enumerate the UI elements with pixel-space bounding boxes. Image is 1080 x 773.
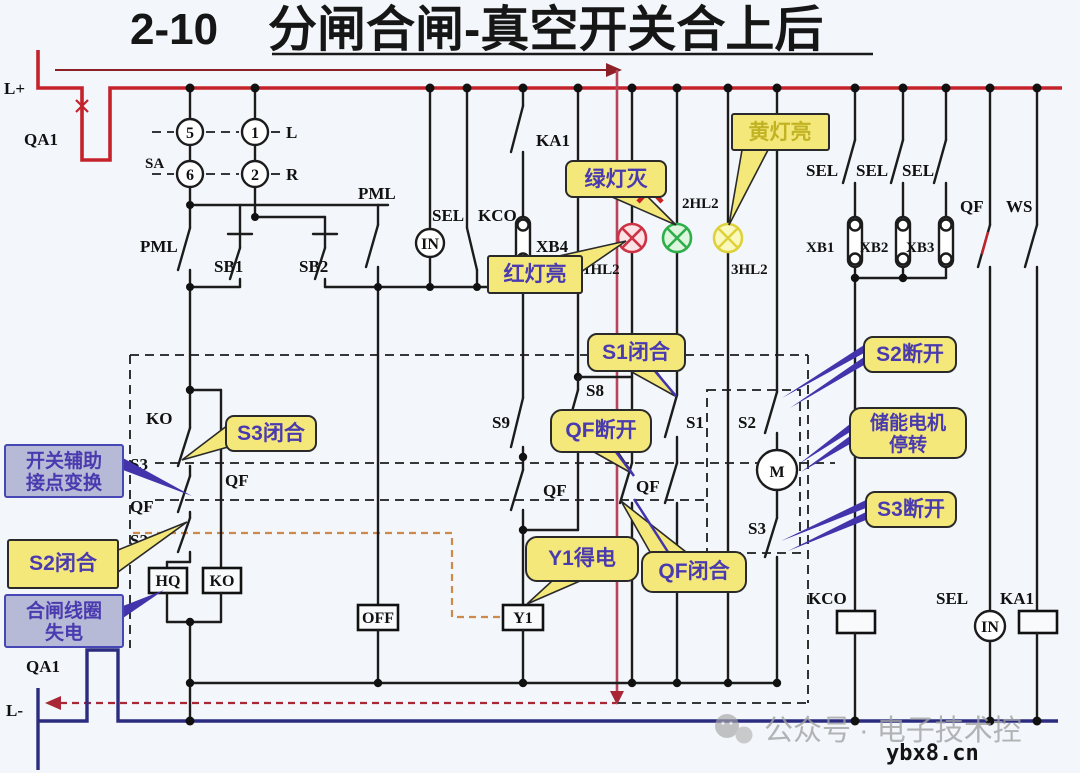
qf-contact-label: QF (130, 497, 154, 516)
sel2-label: SEL (856, 161, 888, 180)
qf-mid1-label: QF (543, 481, 567, 500)
wechat-icon (715, 714, 753, 744)
callout-qf-open: QF断开 (565, 418, 636, 442)
sel-top-label: SEL (432, 206, 464, 225)
y1-coil: Y1 (513, 610, 533, 627)
ko-coil: KO (210, 573, 235, 590)
ko-contact-label: KO (146, 409, 172, 428)
callout-s2-open: S2断开 (876, 342, 944, 366)
callout-motor-stop-1: 储能电机 (870, 411, 946, 434)
sa-selector: 5 6 1 2 SA L R (145, 86, 299, 219)
callout-s2-closed: S2闭合 (29, 551, 98, 575)
s9-label: S9 (492, 413, 510, 432)
callout-coil-1: 合闸线圈 (26, 599, 102, 622)
s2-mid-label: S2 (738, 413, 756, 432)
positive-bus: L+ QA1 (4, 50, 1062, 162)
sa-contact-1: 1 (251, 125, 259, 142)
sel3-label: SEL (902, 161, 934, 180)
sa-label: SA (145, 156, 164, 172)
callout-qf-closed: QF闭合 (658, 559, 730, 583)
callout-red-on: 红灯亮 (504, 262, 567, 286)
callouts: 绿灯灭 红灯亮 黄灯亮 S3闭合 S1闭合 QF断开 S2断开 储能电机 停转 … (4, 113, 967, 648)
red-lamp-icon (616, 222, 648, 254)
watermark-site: ybx8.cn (886, 741, 979, 766)
watermark: 公众号 · 电子技术控 ybx8.cn (715, 714, 1022, 766)
s3-mid-label: S3 (748, 519, 766, 538)
lamp-1hl2-label: 1HL2 (583, 262, 620, 278)
sa-contact-5: 5 (186, 125, 194, 142)
s8-label: S8 (586, 381, 604, 400)
in-lamp-top: IN (421, 236, 439, 253)
xb3-label: XB3 (906, 240, 934, 256)
mechanism-dashed-boxes (129, 354, 835, 704)
ws-label: WS (1006, 197, 1032, 216)
terminal-l-minus: L- (6, 701, 23, 720)
callout-coil-2: 失电 (45, 621, 83, 644)
sb1-label: SB1 (214, 257, 243, 276)
sa-contact-2: 2 (251, 167, 259, 184)
sb2-label: SB2 (299, 257, 328, 276)
yellow-lamp-icon (712, 222, 744, 254)
callout-yellow-on: 黄灯亮 (749, 120, 812, 144)
motor-m: M (769, 464, 784, 481)
lamp-2hl2-label: 2HL2 (682, 196, 719, 212)
green-lamp-icon (661, 222, 693, 254)
hq-coil: HQ (156, 573, 181, 590)
off-coil: OFF (362, 610, 394, 627)
trip-path-dashed (133, 531, 501, 619)
fault-star-icon (75, 98, 89, 114)
callout-aux-1: 开关辅助 (26, 449, 102, 472)
kco-contact-column: KCO (465, 86, 517, 289)
in-lamp-bottom: IN (981, 619, 999, 636)
control-switch-row: PML SB1 SB2 PML (140, 184, 492, 289)
xb4-label: XB4 (536, 237, 569, 256)
callout-pointers (117, 149, 866, 618)
kco-top-label: KCO (478, 206, 517, 225)
kco-coil-label: KCO (808, 589, 847, 608)
pml-left-label: PML (140, 237, 178, 256)
lamp-3hl2-label: 3HL2 (731, 262, 768, 278)
diagram-title: 2-10 分闸合闸-真空开关合上后 (130, 3, 873, 57)
title-text: 分闸合闸-真空开关合上后 (268, 3, 823, 57)
callout-motor-stop-2: 停转 (889, 433, 927, 456)
callout-s3-closed: S3闭合 (237, 421, 306, 445)
sa-contact-6: 6 (186, 167, 194, 184)
sel-bottom-label: SEL (936, 589, 968, 608)
terminal-l-plus: L+ (4, 79, 25, 98)
negative-bus: L- QA1 (6, 648, 1058, 770)
ka1-xb4-column: KA1 XB4 (509, 86, 570, 400)
breaker-qa1-top: QA1 (24, 130, 58, 149)
callout-aux-2: 接点变换 (26, 471, 103, 494)
middle-section: OFF S9 QF S8 QF S1 S2 M (185, 285, 799, 688)
qf-mid2-label: QF (636, 477, 660, 496)
callout-y1-energized: Y1得电 (548, 546, 616, 570)
xb1-label: XB1 (806, 240, 834, 256)
left-contact-chain: KO S3 QF QF S2 HQ KO (130, 285, 249, 723)
sel-in-column: IN SEL (414, 86, 464, 289)
watermark-account: 公众号 · 电子技术控 (764, 714, 1022, 747)
title-number: 2-10 (130, 5, 218, 54)
qf-right-label: QF (960, 197, 984, 216)
sa-r-label: R (286, 165, 299, 184)
pml-right-label: PML (358, 184, 396, 203)
qf-branch-label: QF (225, 471, 249, 490)
sel1-label: SEL (806, 161, 838, 180)
s1-label: S1 (686, 413, 704, 432)
breaker-qa1-bottom: QA1 (26, 657, 60, 676)
callout-s3-open: S3断开 (877, 497, 945, 521)
junction-dots (185, 83, 1042, 726)
ka1-coil-label: KA1 (1000, 589, 1034, 608)
bottom-right-devices: KCO SEL IN KA1 (808, 589, 1059, 723)
callout-s1-closed: S1闭合 (602, 340, 671, 364)
qf-ws-columns: QF WS (960, 86, 1039, 613)
xb2-label: XB2 (860, 240, 888, 256)
sa-l-label: L (286, 123, 297, 142)
ka1-top-label: KA1 (536, 131, 570, 150)
callout-green-off: 绿灯灭 (585, 167, 649, 191)
